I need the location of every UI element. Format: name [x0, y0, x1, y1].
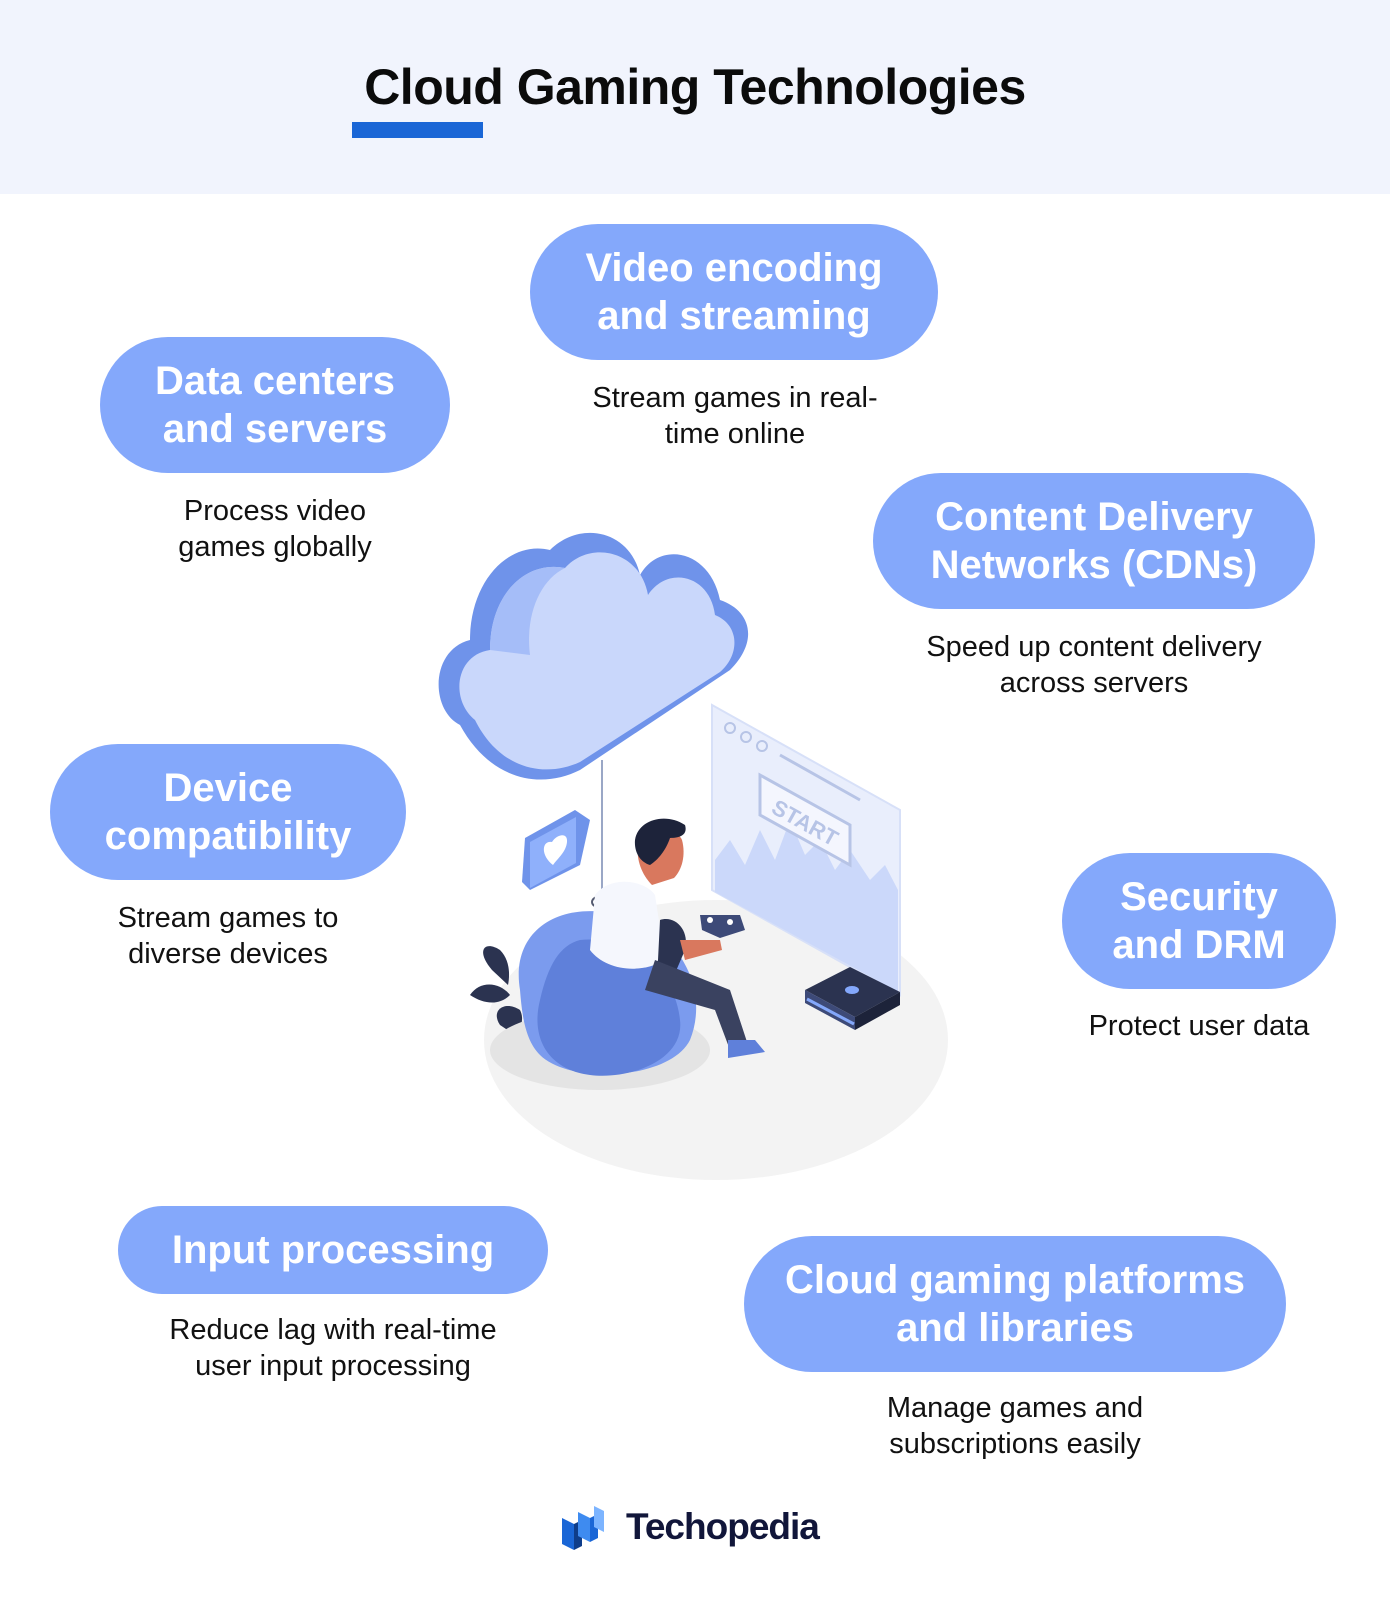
desc-cloud-platforms: Manage games and subscriptions easily	[886, 1392, 1144, 1460]
title-underline	[352, 122, 483, 138]
desc-security-drm: Protect user data	[1088, 1010, 1310, 1042]
pill-video-encoding: Video encoding and streaming	[530, 224, 938, 360]
techopedia-logo-icon	[562, 1506, 604, 1550]
pill-security-drm: Security and DRM	[1062, 853, 1336, 989]
pill-label: Data centers and servers	[154, 359, 396, 451]
heart-badge-icon	[522, 810, 590, 890]
pill-label: Video encoding and streaming	[585, 246, 883, 338]
pill-device-compatibility: Device compatibility	[50, 744, 406, 880]
pill-label: Content Delivery Networks (CDNs)	[930, 495, 1258, 587]
cloud-icon	[438, 532, 749, 780]
page-title: Cloud Gaming Technologies	[364, 59, 1026, 115]
console-icon	[805, 967, 900, 1030]
pill-label: Input processing	[171, 1228, 495, 1272]
pill-label: Cloud gaming platforms and libraries	[785, 1258, 1245, 1350]
desc-data-centers: Process video games globally	[178, 495, 372, 563]
desc-device-compatibility: Stream games to diverse devices	[117, 902, 339, 970]
brand-logo: Techopedia	[560, 1502, 850, 1558]
game-screen: START	[711, 703, 901, 997]
header-banner: Cloud Gaming Technologies	[0, 0, 1390, 194]
desc-input-processing: Reduce lag with real-time user input pro…	[169, 1314, 497, 1382]
bean-bag	[490, 911, 710, 1090]
pill-label: Device compatibility	[104, 766, 352, 858]
pill-data-centers: Data centers and servers	[100, 337, 450, 473]
desc-video-encoding: Stream games in real-time online	[592, 382, 878, 450]
brand-name: Techopedia	[626, 1506, 820, 1547]
cloud-gaming-illustration: START	[438, 532, 948, 1180]
pill-label: Security and DRM	[1112, 875, 1286, 967]
desc-cdn: Speed up content delivery across servers	[926, 631, 1262, 699]
pill-input-processing: Input processing	[118, 1206, 548, 1294]
pill-cdn: Content Delivery Networks (CDNs)	[873, 473, 1315, 609]
pill-cloud-platforms: Cloud gaming platforms and libraries	[744, 1236, 1286, 1372]
person-figure	[590, 818, 765, 1058]
